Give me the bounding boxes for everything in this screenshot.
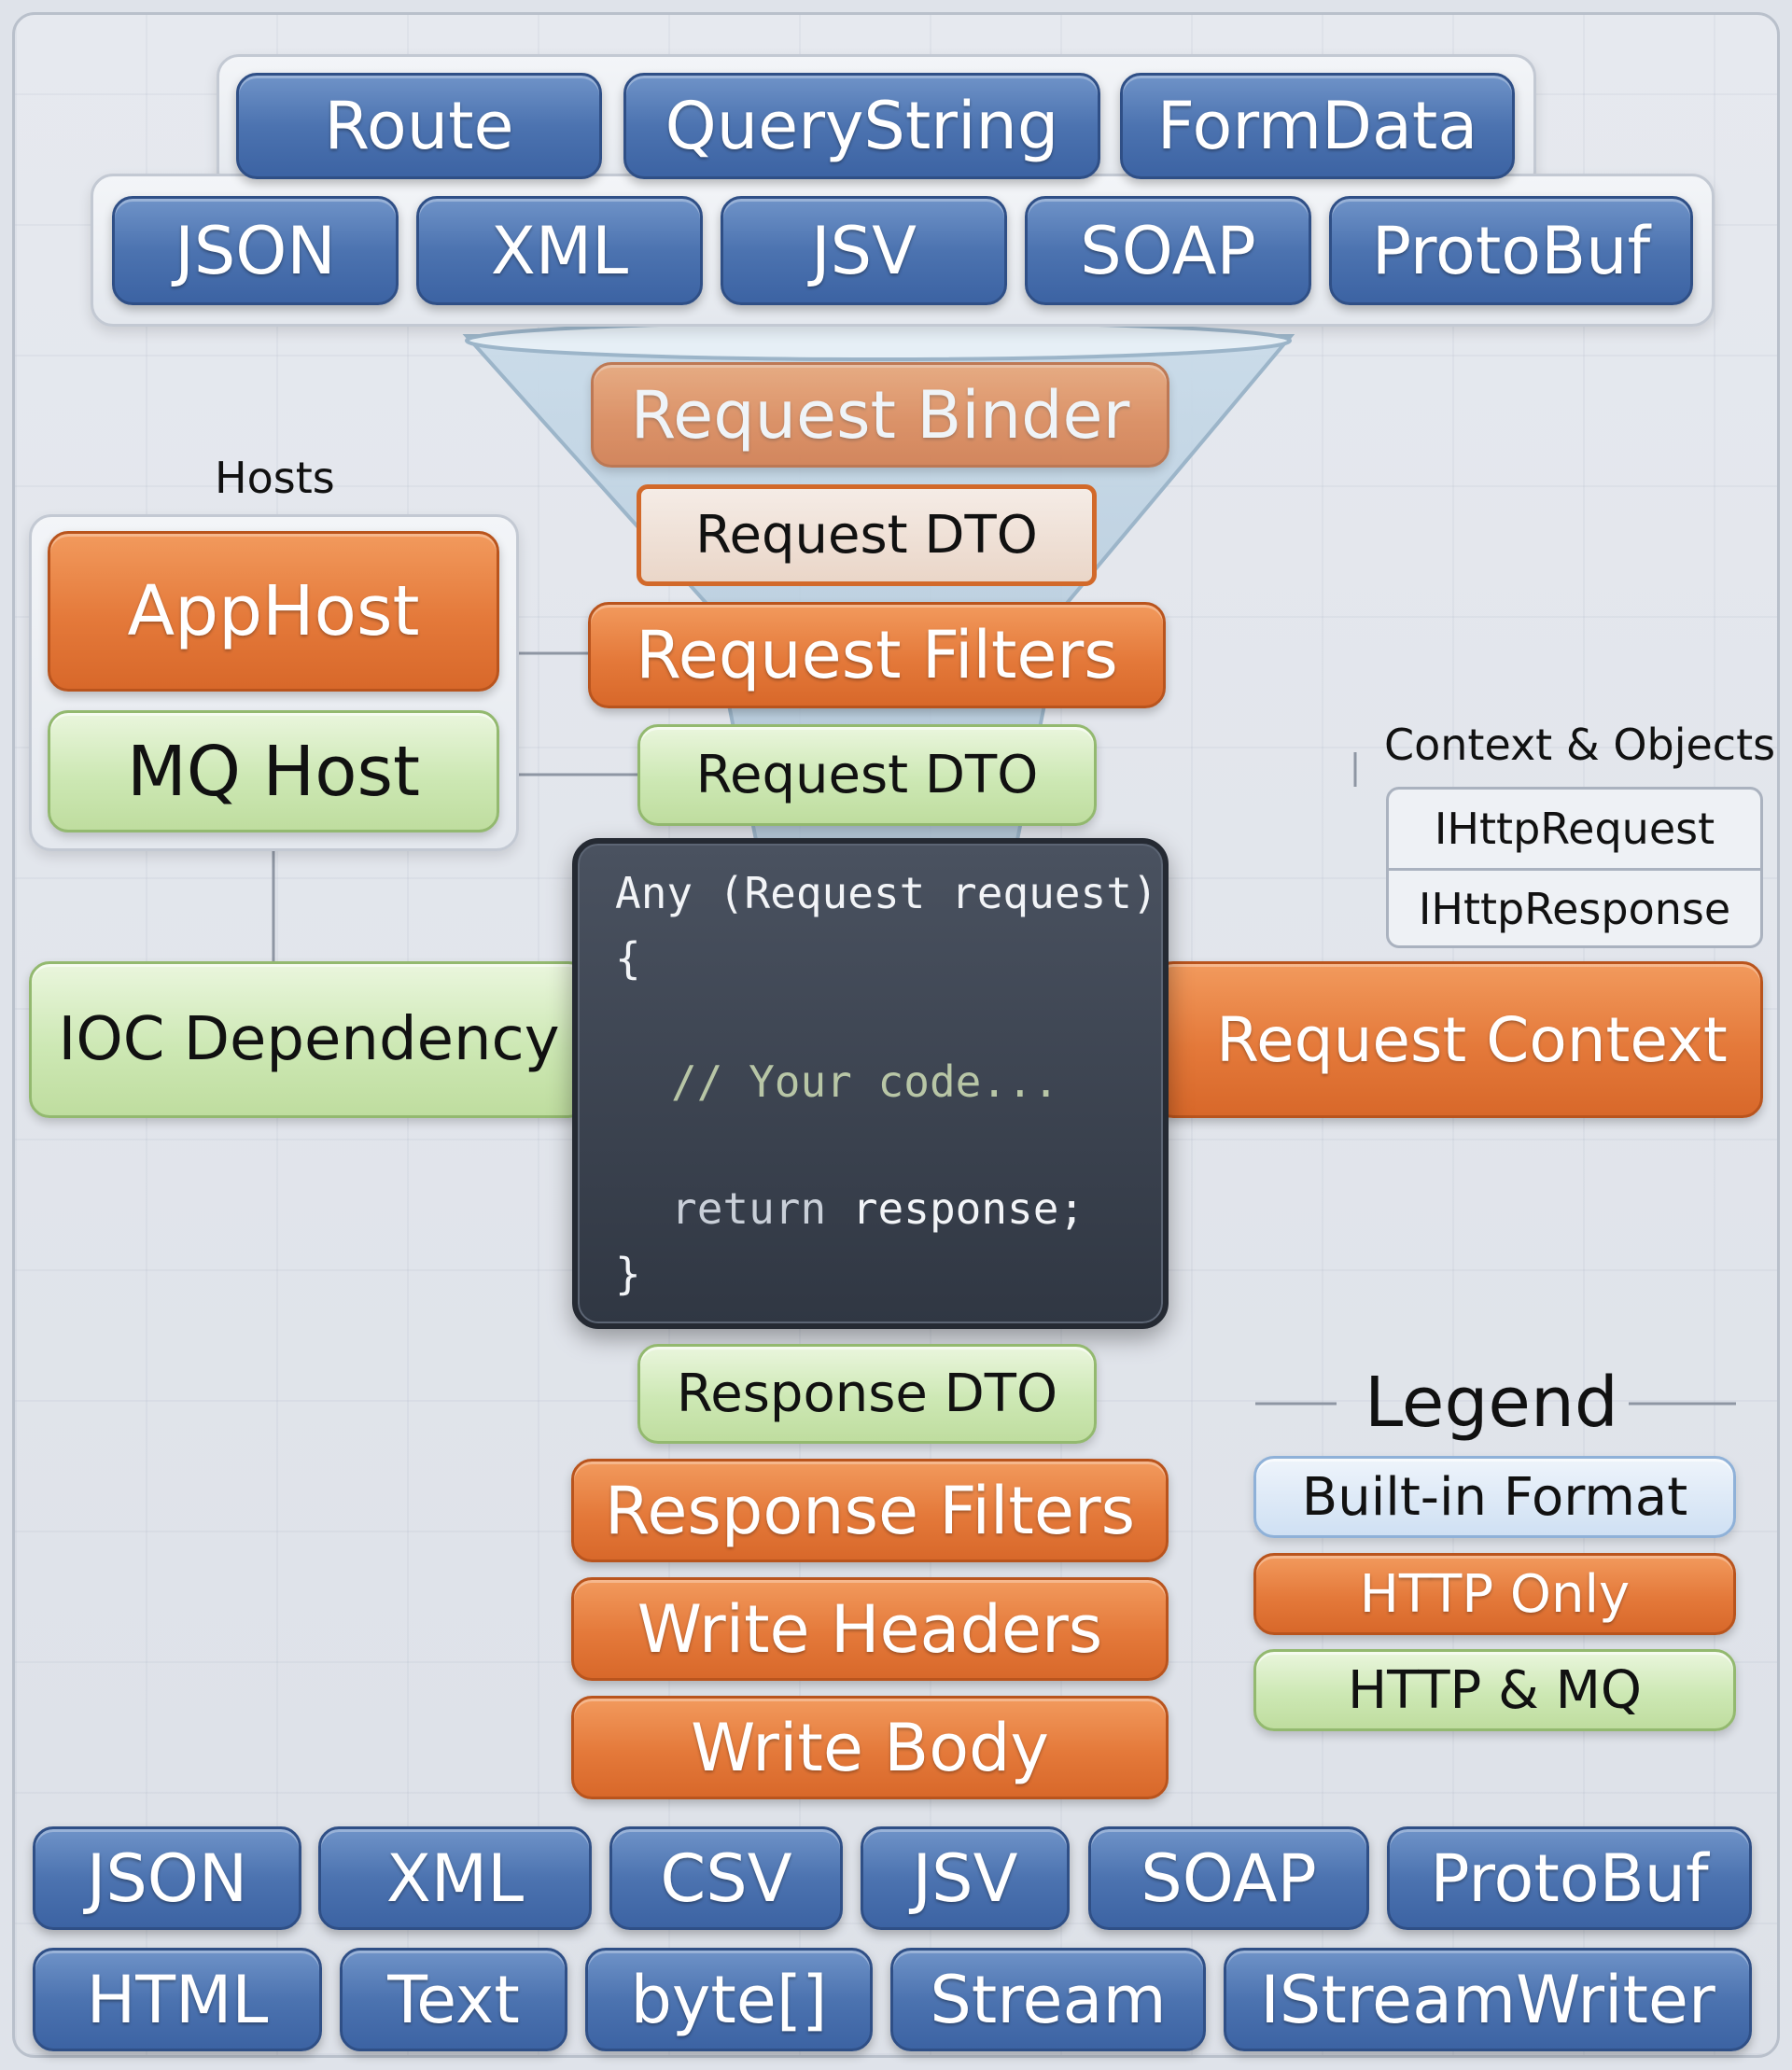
request-context: Request Context [1153, 961, 1763, 1118]
response-dto: Response DTO [637, 1344, 1097, 1444]
context-objects-list: IHttpRequest IHttpResponse [1386, 787, 1763, 948]
service-code-block: Any (Request request) { // Your code... … [572, 838, 1169, 1329]
request-binder: Request Binder [591, 362, 1169, 468]
context-item-ihttpresponse: IHttpResponse [1389, 868, 1760, 945]
output-format-json: JSON [33, 1826, 301, 1930]
output-format-stream: Stream [890, 1948, 1206, 2051]
host-connectors [272, 651, 1357, 961]
output-format-soap: SOAP [1088, 1826, 1369, 1930]
code-return-value: response; [826, 1183, 1085, 1234]
output-format-jsv: JSV [861, 1826, 1070, 1930]
write-body: Write Body [571, 1696, 1169, 1799]
code-open-brace: { [615, 933, 641, 984]
input-format-querystring: QueryString [623, 73, 1100, 179]
context-item-ihttprequest: IHttpRequest [1434, 804, 1715, 854]
input-format-protobuf: ProtoBuf [1329, 196, 1693, 305]
input-format-soap: SOAP [1025, 196, 1311, 305]
output-format-protobuf: ProtoBuf [1387, 1826, 1752, 1930]
input-format-formdata: FormData [1120, 73, 1515, 179]
code-return-keyword: return [671, 1183, 827, 1234]
code-signature: Any (Request request) [615, 868, 1158, 918]
ioc-dependency: IOC Dependency [29, 961, 589, 1118]
output-format-html: HTML [33, 1948, 322, 2051]
response-filters: Response Filters [571, 1459, 1169, 1562]
mq-host: MQ Host [48, 710, 499, 832]
input-format-json: JSON [112, 196, 399, 305]
context-objects-title: Context & Objects [1384, 720, 1776, 770]
legend-title: Legend [1365, 1363, 1618, 1443]
request-dto-bound: Request DTO [637, 484, 1097, 586]
output-format-text: Text [340, 1948, 567, 2051]
legend-builtin-format: Built-in Format [1253, 1456, 1736, 1538]
input-format-jsv: JSV [721, 196, 1007, 305]
hosts-title: Hosts [215, 453, 335, 503]
output-format-byte-array: byte[] [585, 1948, 873, 2051]
code-close-brace: } [615, 1249, 641, 1299]
output-format-csv: CSV [609, 1826, 843, 1930]
apphost: AppHost [48, 531, 499, 692]
code-return-line: return response; [671, 1183, 1085, 1234]
input-format-xml: XML [416, 196, 703, 305]
output-format-istreamwriter: IStreamWriter [1224, 1948, 1752, 2051]
input-format-route: Route [236, 73, 602, 179]
request-filters: Request Filters [588, 602, 1166, 708]
request-dto: Request DTO [637, 724, 1097, 826]
output-format-xml: XML [318, 1826, 592, 1930]
legend-http-mq: HTTP & MQ [1253, 1649, 1736, 1731]
code-comment: // Your code... [671, 1056, 1059, 1107]
legend-http-only: HTTP Only [1253, 1553, 1736, 1635]
write-headers: Write Headers [571, 1577, 1169, 1681]
